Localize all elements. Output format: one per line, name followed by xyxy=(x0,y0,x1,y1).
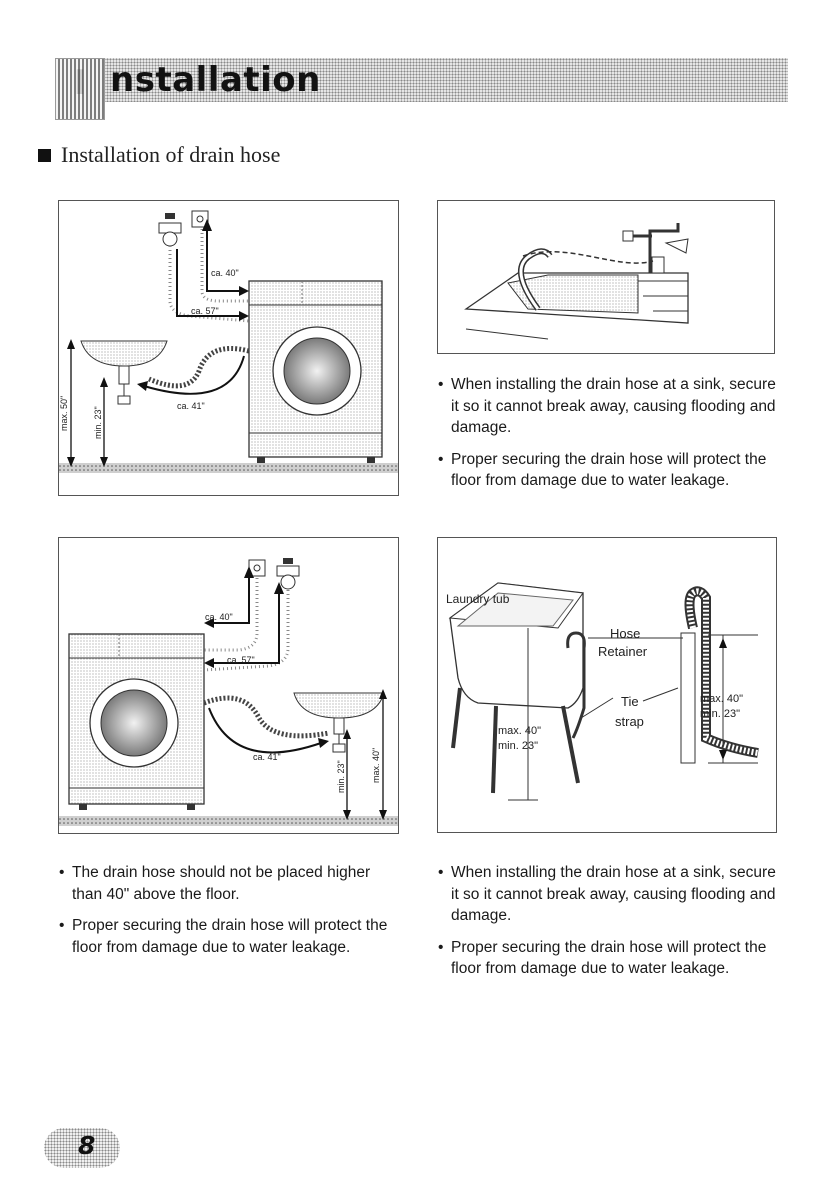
sink-basin xyxy=(80,340,168,405)
figure-sink-tap xyxy=(437,200,775,354)
drain-hose xyxy=(566,586,759,764)
figure-sink-drain: ca. 40" ca. 57" ca. 41" max. 50" min. 23… xyxy=(58,200,399,496)
label-min23: min. 23" xyxy=(93,406,103,439)
sink-counter xyxy=(464,272,689,340)
instructions-sink: When installing the drain hose at a sink… xyxy=(437,374,777,502)
floor xyxy=(59,816,398,826)
label-min-right: min. 23" xyxy=(700,708,740,720)
sink-drain-diagram: ca. 40" ca. 57" ca. 41" max. 50" min. 23… xyxy=(59,210,398,473)
label-max-right: max. 40" xyxy=(700,693,743,705)
header-banner xyxy=(55,58,788,102)
sink-basin xyxy=(293,692,385,753)
header-initial-block: I xyxy=(55,58,105,120)
label-max40: max. 40" xyxy=(371,748,381,783)
header-initial: I xyxy=(73,63,87,103)
instructions-laundry-tub: When installing the drain hose at a sink… xyxy=(437,862,777,990)
wall-tap xyxy=(276,558,300,590)
section-heading: Installation of drain hose xyxy=(38,142,280,168)
label-ca40: ca. 40" xyxy=(205,612,233,622)
label-laundry-tub: Laundry tub xyxy=(446,592,510,606)
label-hose: Hose xyxy=(610,626,640,641)
figure-laundry-tub: Laundry tub Hose Retainer Tie strap max.… xyxy=(437,537,777,833)
label-ca57: ca. 57" xyxy=(191,306,219,316)
label-ca41: ca. 41" xyxy=(177,401,205,411)
label-ca57: ca. 57" xyxy=(227,655,255,665)
label-ca40: ca. 40" xyxy=(211,268,239,278)
label-strap: strap xyxy=(615,714,644,729)
figure-sink-drain-mirrored: ca. 40" ca. 57" ca. 41" min. 23" max. 40… xyxy=(58,537,399,834)
washing-machine xyxy=(248,280,383,463)
instructions-height: The drain hose should not be placed high… xyxy=(58,862,398,968)
instruction-item: The drain hose should not be placed high… xyxy=(58,862,398,905)
section-bullet-square xyxy=(38,148,51,162)
instruction-item: When installing the drain hose at a sink… xyxy=(437,862,777,927)
instruction-item: When installing the drain hose at a sink… xyxy=(437,374,777,439)
floor xyxy=(59,463,398,473)
instruction-item: Proper securing the drain hose will prot… xyxy=(58,915,398,958)
instruction-item: Proper securing the drain hose will prot… xyxy=(437,449,777,492)
label-ca41: ca. 41" xyxy=(253,752,281,762)
page-title: nstallation xyxy=(110,60,321,100)
label-max50: max. 50" xyxy=(59,396,69,431)
sink-drain-mirrored-diagram: ca. 40" ca. 57" ca. 41" min. 23" max. 40… xyxy=(59,558,398,826)
label-min-left: min. 23" xyxy=(498,740,538,752)
hose-retainer-icon xyxy=(518,248,553,311)
label-retainer: Retainer xyxy=(598,644,648,659)
page-number: 8 xyxy=(78,1131,96,1160)
instruction-item: Proper securing the drain hose will prot… xyxy=(437,937,777,980)
laundry-tub-diagram: Laundry tub Hose Retainer Tie strap max.… xyxy=(446,582,759,801)
laundry-tub xyxy=(448,582,584,794)
washing-machine xyxy=(68,633,205,810)
label-tie: Tie xyxy=(621,694,639,709)
label-max-left: max. 40" xyxy=(498,725,541,737)
faucet-icon xyxy=(622,223,689,274)
page-number-badge xyxy=(44,1128,120,1168)
sink-tap-diagram xyxy=(464,223,689,340)
power-socket-icon xyxy=(191,210,209,228)
power-socket-icon xyxy=(248,559,266,577)
label-min23: min. 23" xyxy=(336,760,346,793)
section-title: Installation of drain hose xyxy=(61,142,281,167)
wall-tap xyxy=(158,213,182,247)
